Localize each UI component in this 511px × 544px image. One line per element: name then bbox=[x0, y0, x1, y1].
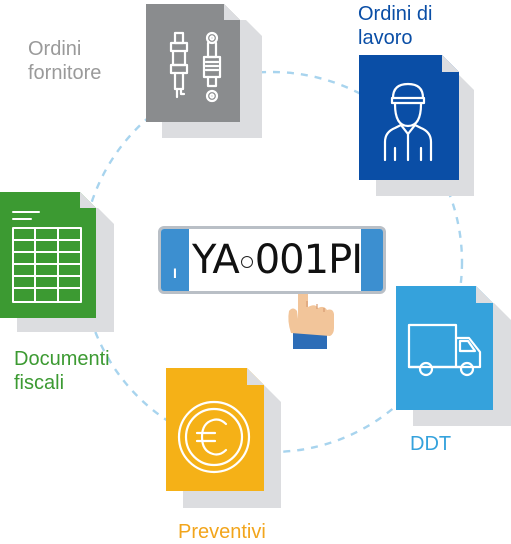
label-documenti-fiscali: Documenti fiscali bbox=[14, 347, 110, 395]
doc-documenti-fiscali bbox=[0, 192, 114, 332]
doc-ordini-fornitore bbox=[146, 4, 262, 138]
euro-coin-icon bbox=[177, 400, 251, 474]
label-preventivi: Preventivi bbox=[178, 520, 266, 544]
label-documenti-fiscali-line2: fiscali bbox=[14, 372, 65, 394]
doc-ddt bbox=[396, 286, 511, 426]
plate-number-part2: 001PI bbox=[254, 237, 363, 283]
plate-number-part1: YA bbox=[192, 237, 240, 283]
label-documenti-fiscali-line1: Documenti bbox=[14, 348, 110, 370]
label-ddt-text: DDT bbox=[410, 433, 452, 455]
license-plate: I YA 001PI bbox=[158, 226, 386, 294]
doc-preventivi bbox=[166, 368, 281, 508]
label-ordini-lavoro-line2: lavoro bbox=[358, 27, 413, 49]
label-ordini-lavoro-line1: Ordini di bbox=[358, 3, 433, 25]
mechanic-worker-icon bbox=[383, 82, 433, 162]
label-ordini-fornitore: Ordini fornitore bbox=[28, 37, 101, 85]
label-ordini-fornitore-line2: fornitore bbox=[28, 62, 102, 84]
plate-emblem bbox=[240, 256, 253, 268]
label-preventivi-text: Preventivi bbox=[178, 521, 266, 543]
spreadsheet-icon bbox=[12, 211, 82, 303]
delivery-truck-icon bbox=[407, 323, 482, 377]
spark-plug-and-shock-absorber-icon bbox=[169, 31, 222, 103]
plate-country-code: I bbox=[173, 265, 177, 281]
label-ordini-lavoro: Ordini di lavoro bbox=[358, 2, 432, 50]
plate-number: YA 001PI bbox=[191, 237, 363, 283]
plate-right-band bbox=[361, 229, 383, 291]
label-ordini-fornitore-line1: Ordini bbox=[28, 38, 82, 60]
label-ddt: DDT bbox=[410, 432, 451, 456]
doc-ordini-lavoro bbox=[359, 55, 474, 196]
plate-eu-band bbox=[161, 229, 189, 291]
